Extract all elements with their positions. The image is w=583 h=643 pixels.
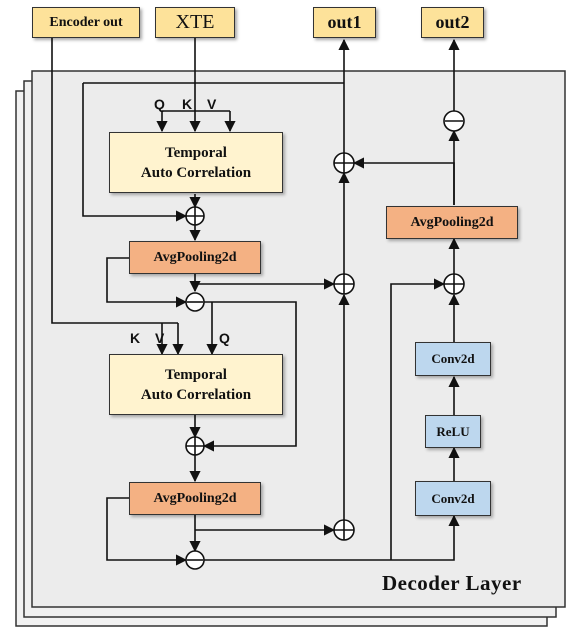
label-v-2: V: [155, 330, 165, 346]
xte-box: XTE: [155, 7, 235, 38]
plus-circle-2: [185, 436, 205, 456]
label-k-1: K: [182, 96, 193, 112]
minus-circle-out2: [443, 110, 465, 132]
avgpooling2d-3: AvgPooling2d: [386, 206, 518, 239]
label-k-2: K: [130, 330, 141, 346]
encoder-out-box: Encoder out: [32, 7, 140, 38]
avgpooling2d-1: AvgPooling2d: [129, 241, 261, 274]
decoder-layer-title: Decoder Layer: [382, 571, 522, 595]
relu-block: ReLU: [425, 415, 481, 448]
temporal-auto-correlation-2: Temporal Auto Correlation: [109, 354, 283, 415]
conv2d-bottom: Conv2d: [415, 481, 491, 516]
label-q-2: Q: [219, 330, 230, 346]
out2-label: out2: [435, 12, 470, 32]
plus-circle-conv: [443, 273, 465, 295]
minus-circle-2: [185, 550, 205, 570]
relu-label: ReLU: [436, 423, 470, 439]
conv2d-top: Conv2d: [415, 342, 491, 376]
conv2d-bottom-label: Conv2d: [431, 490, 475, 506]
avgpooling2d-2: AvgPooling2d: [129, 482, 261, 515]
avgpooling2d-2-label: AvgPooling2d: [153, 490, 237, 506]
xte-label: XTE: [175, 11, 215, 33]
conv2d-top-label: Conv2d: [431, 351, 475, 366]
encoder-out-label: Encoder out: [49, 14, 123, 30]
plus-circle-trend-top: [333, 152, 355, 174]
minus-circle-1: [185, 292, 205, 312]
label-v-1: V: [207, 96, 217, 112]
plus-circle-trend-b: [333, 519, 355, 541]
temporal-auto-correlation-2-label: Temporal Auto Correlation: [140, 366, 252, 403]
plus-circle-trend-a: [333, 273, 355, 295]
avgpooling2d-1-label: AvgPooling2d: [153, 249, 237, 265]
label-q-1: Q: [154, 96, 165, 112]
temporal-auto-correlation-1-label: Temporal Auto Correlation: [140, 144, 252, 181]
temporal-auto-correlation-1: Temporal Auto Correlation: [109, 132, 283, 193]
out1-box: out1: [313, 7, 376, 38]
out1-label: out1: [327, 12, 362, 32]
out2-box: out2: [421, 7, 484, 38]
plus-circle-1: [185, 206, 205, 226]
avgpooling2d-3-label: AvgPooling2d: [410, 214, 494, 230]
